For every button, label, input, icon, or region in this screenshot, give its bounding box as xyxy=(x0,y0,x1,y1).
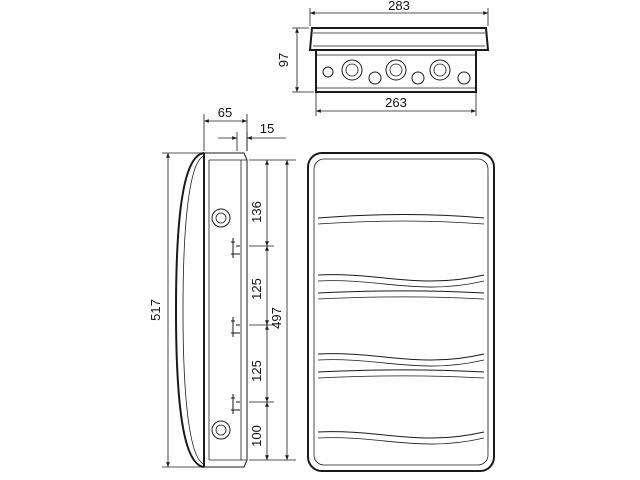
dim-100-label: 100 xyxy=(249,425,264,447)
dim-263-label: 263 xyxy=(385,95,407,110)
dim-65-label: 65 xyxy=(218,105,232,120)
dim-row-spacing: 136 125 125 100 xyxy=(249,160,274,460)
dim-top-inner: 263 xyxy=(315,93,477,116)
dim-top-height: 97 xyxy=(276,27,314,93)
dim-125a-label: 125 xyxy=(249,278,264,300)
dim-15-label: 15 xyxy=(260,121,274,136)
dim-97-label: 97 xyxy=(276,53,291,67)
front-view xyxy=(307,152,495,472)
knockout-holes xyxy=(322,59,471,85)
dim-inner-height: 497 xyxy=(249,159,296,461)
side-view: 65 15 517 497 xyxy=(148,105,296,468)
module-row-covers xyxy=(317,214,485,445)
top-view: 283 97 263 xyxy=(276,0,490,116)
dim-497-label: 497 xyxy=(269,307,284,329)
dim-side-offset: 15 xyxy=(218,121,286,151)
din-rail-marks xyxy=(231,238,240,414)
dim-top-outer: 283 xyxy=(309,0,489,26)
dim-136-label: 136 xyxy=(249,201,264,223)
dim-283-label: 283 xyxy=(388,0,410,13)
dim-125b-label: 125 xyxy=(249,360,264,382)
dim-517-label: 517 xyxy=(148,299,163,321)
dim-side-depth: 65 xyxy=(203,105,248,151)
dim-overall-height: 517 xyxy=(148,152,202,468)
